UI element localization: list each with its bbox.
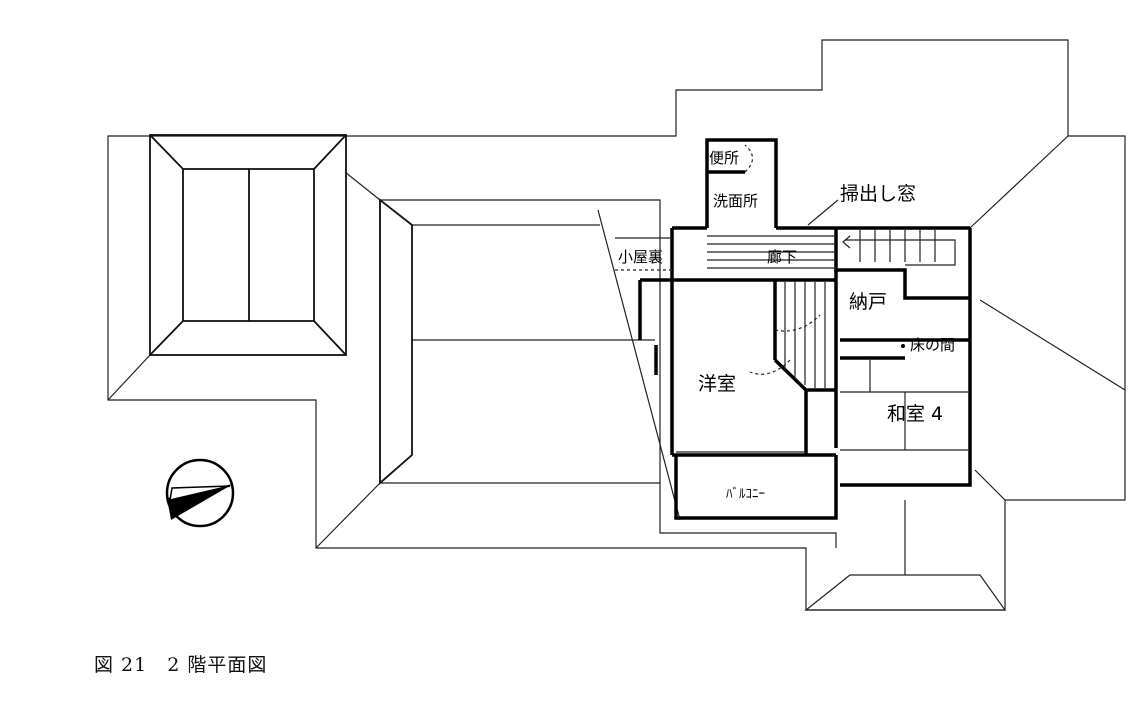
middle-gable-roof: [379, 198, 413, 485]
label-japanese-room: 和室 4: [887, 403, 943, 425]
label-toilet: 便所: [709, 149, 739, 167]
label-western-room: 洋室: [698, 373, 736, 395]
tatami-lines: [840, 358, 970, 451]
walls: [638, 138, 972, 520]
label-balcony: ﾊﾞﾙｺﾆｰ: [726, 487, 765, 502]
upper-stair: [842, 230, 956, 266]
roof-outline: [107, 39, 1126, 611]
left-hip-roof: [149, 134, 347, 356]
label-corridor: 廊下: [767, 248, 797, 266]
label-sweep-window: 掃出し窓: [840, 183, 916, 205]
label-washroom: 洗面所: [713, 192, 758, 210]
alcove-dot: [901, 344, 905, 348]
figure-caption: 図 21 2 階平面図: [94, 654, 268, 676]
details: [615, 144, 970, 453]
label-alcove: 床の間: [910, 336, 955, 354]
stair: [784, 282, 826, 388]
label-storage: 納戸: [849, 291, 887, 313]
label-attic: 小屋裏: [618, 248, 663, 266]
corridor-hatch: [707, 235, 836, 269]
north-arrow: [165, 458, 235, 528]
